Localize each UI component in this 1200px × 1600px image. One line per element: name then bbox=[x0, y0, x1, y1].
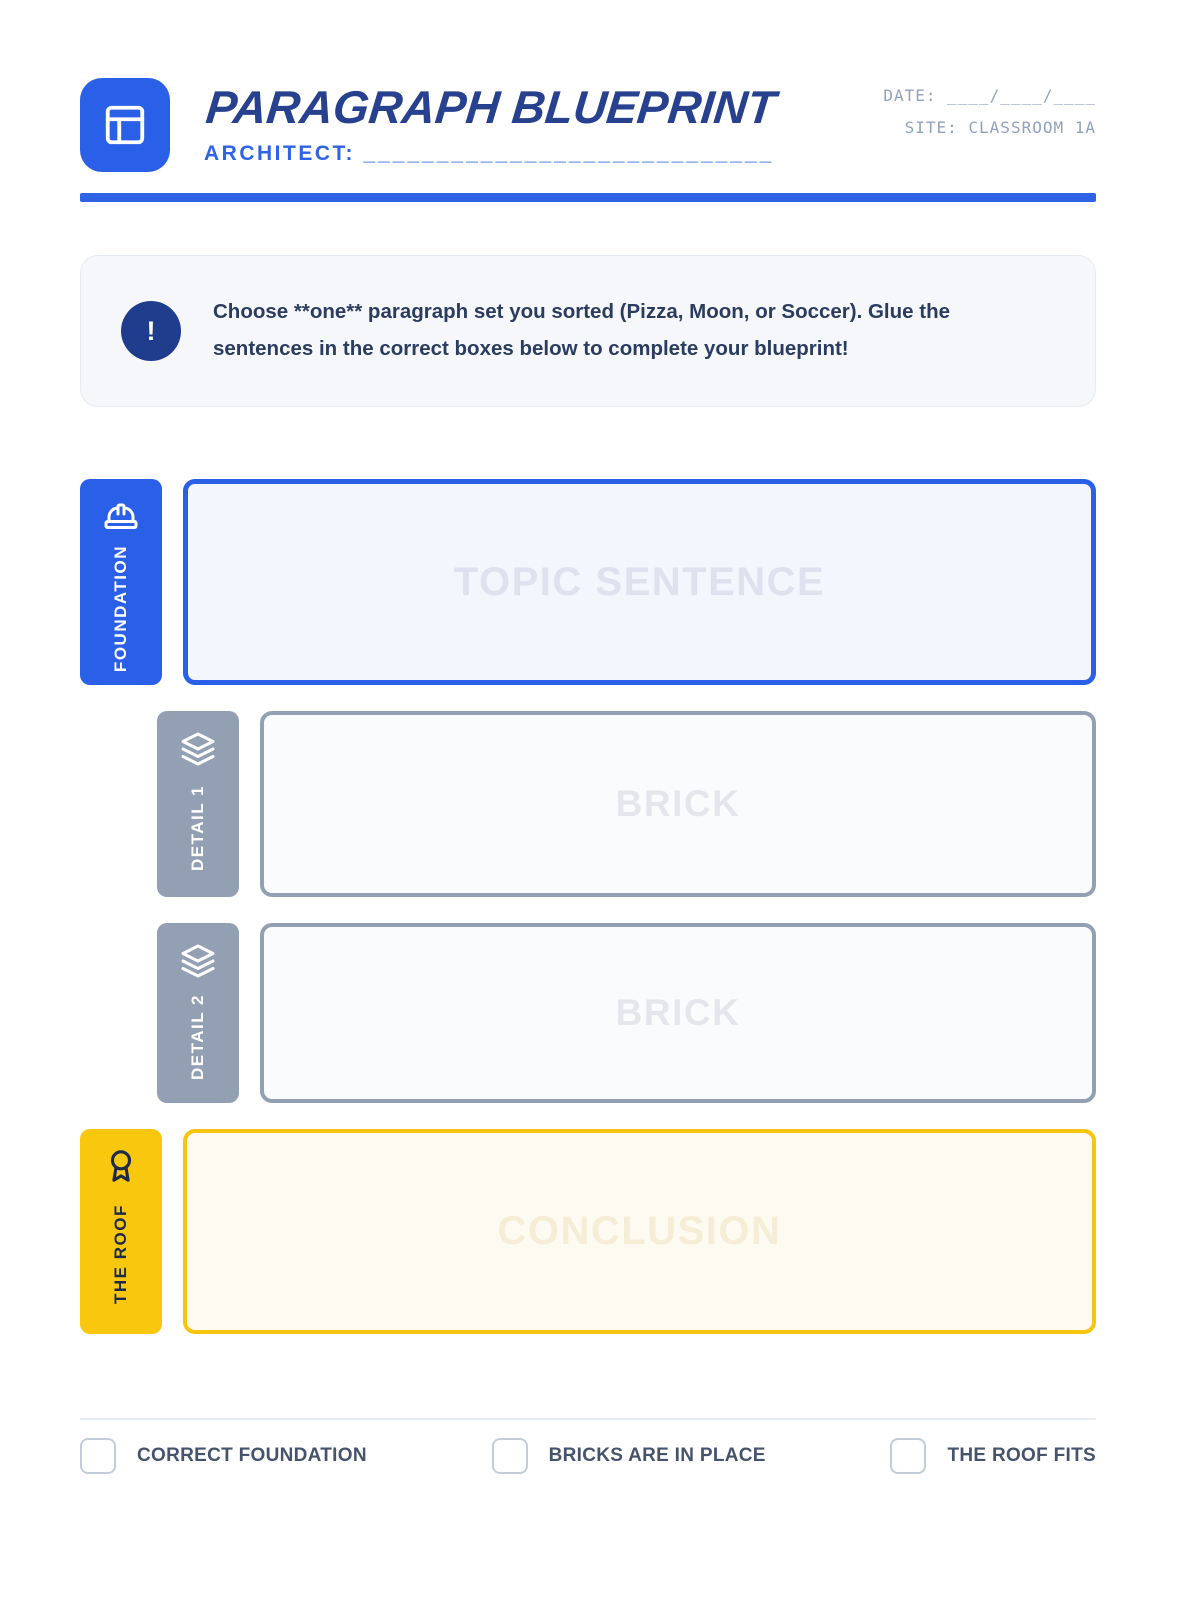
date-blank-line[interactable]: ____/____/____ bbox=[947, 86, 1096, 105]
section-foundation: FOUNDATION TOPIC SENTENCE bbox=[80, 479, 1096, 685]
tab-detail-1: DETAIL 1 bbox=[157, 711, 239, 897]
topic-sentence-placeholder: TOPIC SENTENCE bbox=[453, 559, 826, 604]
site-value: CLASSROOM 1A bbox=[968, 118, 1096, 137]
site-field: SITE: CLASSROOM 1A bbox=[883, 112, 1096, 144]
checkbox-label: THE ROOF FITS bbox=[947, 1444, 1096, 1466]
brick-placeholder-2: BRICK bbox=[615, 992, 741, 1033]
instructions-callout: ! Choose **one** paragraph set you sorte… bbox=[80, 255, 1096, 407]
tab-the-roof: THE ROOF bbox=[80, 1129, 162, 1334]
section-detail-1: DETAIL 1 BRICK bbox=[157, 711, 1096, 897]
date-label: DATE: bbox=[883, 86, 948, 105]
blueprint-sections: FOUNDATION TOPIC SENTENCE DETAIL 1 BRIC bbox=[80, 479, 1096, 1334]
layers-icon bbox=[180, 943, 216, 979]
tab-detail-2: DETAIL 2 bbox=[157, 923, 239, 1103]
hard-hat-icon bbox=[103, 499, 139, 535]
alert-icon: ! bbox=[121, 301, 181, 361]
checkbox-label: BRICKS ARE IN PLACE bbox=[548, 1444, 766, 1466]
site-label: SITE: bbox=[904, 118, 969, 137]
award-icon bbox=[104, 1149, 138, 1183]
date-field[interactable]: DATE: ____/____/____ bbox=[883, 80, 1096, 112]
architect-label: ARCHITECT: bbox=[204, 142, 364, 165]
instructions-text: Choose **one** paragraph set you sorted … bbox=[213, 300, 950, 360]
blueprint-logo bbox=[80, 78, 170, 172]
check-item-bricks: BRICKS ARE IN PLACE bbox=[491, 1437, 766, 1474]
checkbox-bricks-in-place[interactable] bbox=[491, 1437, 528, 1474]
brick-box-1[interactable]: BRICK bbox=[260, 711, 1096, 897]
worksheet-page: PARAGRAPH BLUEPRINT ARCHITECT: _________… bbox=[80, 0, 1096, 1474]
layers-icon bbox=[180, 731, 216, 767]
topic-sentence-box[interactable]: TOPIC SENTENCE bbox=[183, 479, 1096, 685]
conclusion-box[interactable]: CONCLUSION bbox=[183, 1129, 1096, 1334]
architect-field[interactable]: ARCHITECT: ____________________________ bbox=[204, 142, 774, 166]
checkbox-roof-fits[interactable] bbox=[890, 1437, 927, 1474]
tab-foundation: FOUNDATION bbox=[80, 479, 162, 685]
checklist: CORRECT FOUNDATION BRICKS ARE IN PLACE T… bbox=[80, 1437, 1096, 1474]
header: PARAGRAPH BLUEPRINT ARCHITECT: _________… bbox=[80, 0, 1096, 202]
brick-box-2[interactable]: BRICK bbox=[260, 923, 1096, 1103]
footer-divider bbox=[80, 1418, 1096, 1420]
architect-blank-line[interactable]: ____________________________ bbox=[363, 142, 775, 165]
checkbox-correct-foundation[interactable] bbox=[80, 1437, 116, 1474]
check-item-foundation: CORRECT FOUNDATION bbox=[80, 1437, 367, 1474]
tab-detail-1-label: DETAIL 1 bbox=[188, 785, 207, 871]
header-meta: DATE: ____/____/____ SITE: CLASSROOM 1A bbox=[883, 80, 1096, 144]
conclusion-placeholder: CONCLUSION bbox=[497, 1209, 782, 1253]
checkbox-label: CORRECT FOUNDATION bbox=[137, 1444, 367, 1466]
check-item-roof: THE ROOF FITS bbox=[890, 1437, 1096, 1474]
tab-the-roof-label: THE ROOF bbox=[111, 1204, 130, 1305]
layout-icon bbox=[102, 102, 148, 148]
header-divider bbox=[80, 193, 1096, 202]
tab-detail-2-label: DETAIL 2 bbox=[188, 994, 207, 1080]
section-detail-2: DETAIL 2 BRICK bbox=[157, 923, 1096, 1103]
tab-foundation-label: FOUNDATION bbox=[111, 545, 130, 673]
section-the-roof: THE ROOF CONCLUSION bbox=[80, 1129, 1096, 1334]
brick-placeholder-1: BRICK bbox=[615, 783, 741, 824]
page-title: PARAGRAPH BLUEPRINT bbox=[203, 81, 779, 133]
